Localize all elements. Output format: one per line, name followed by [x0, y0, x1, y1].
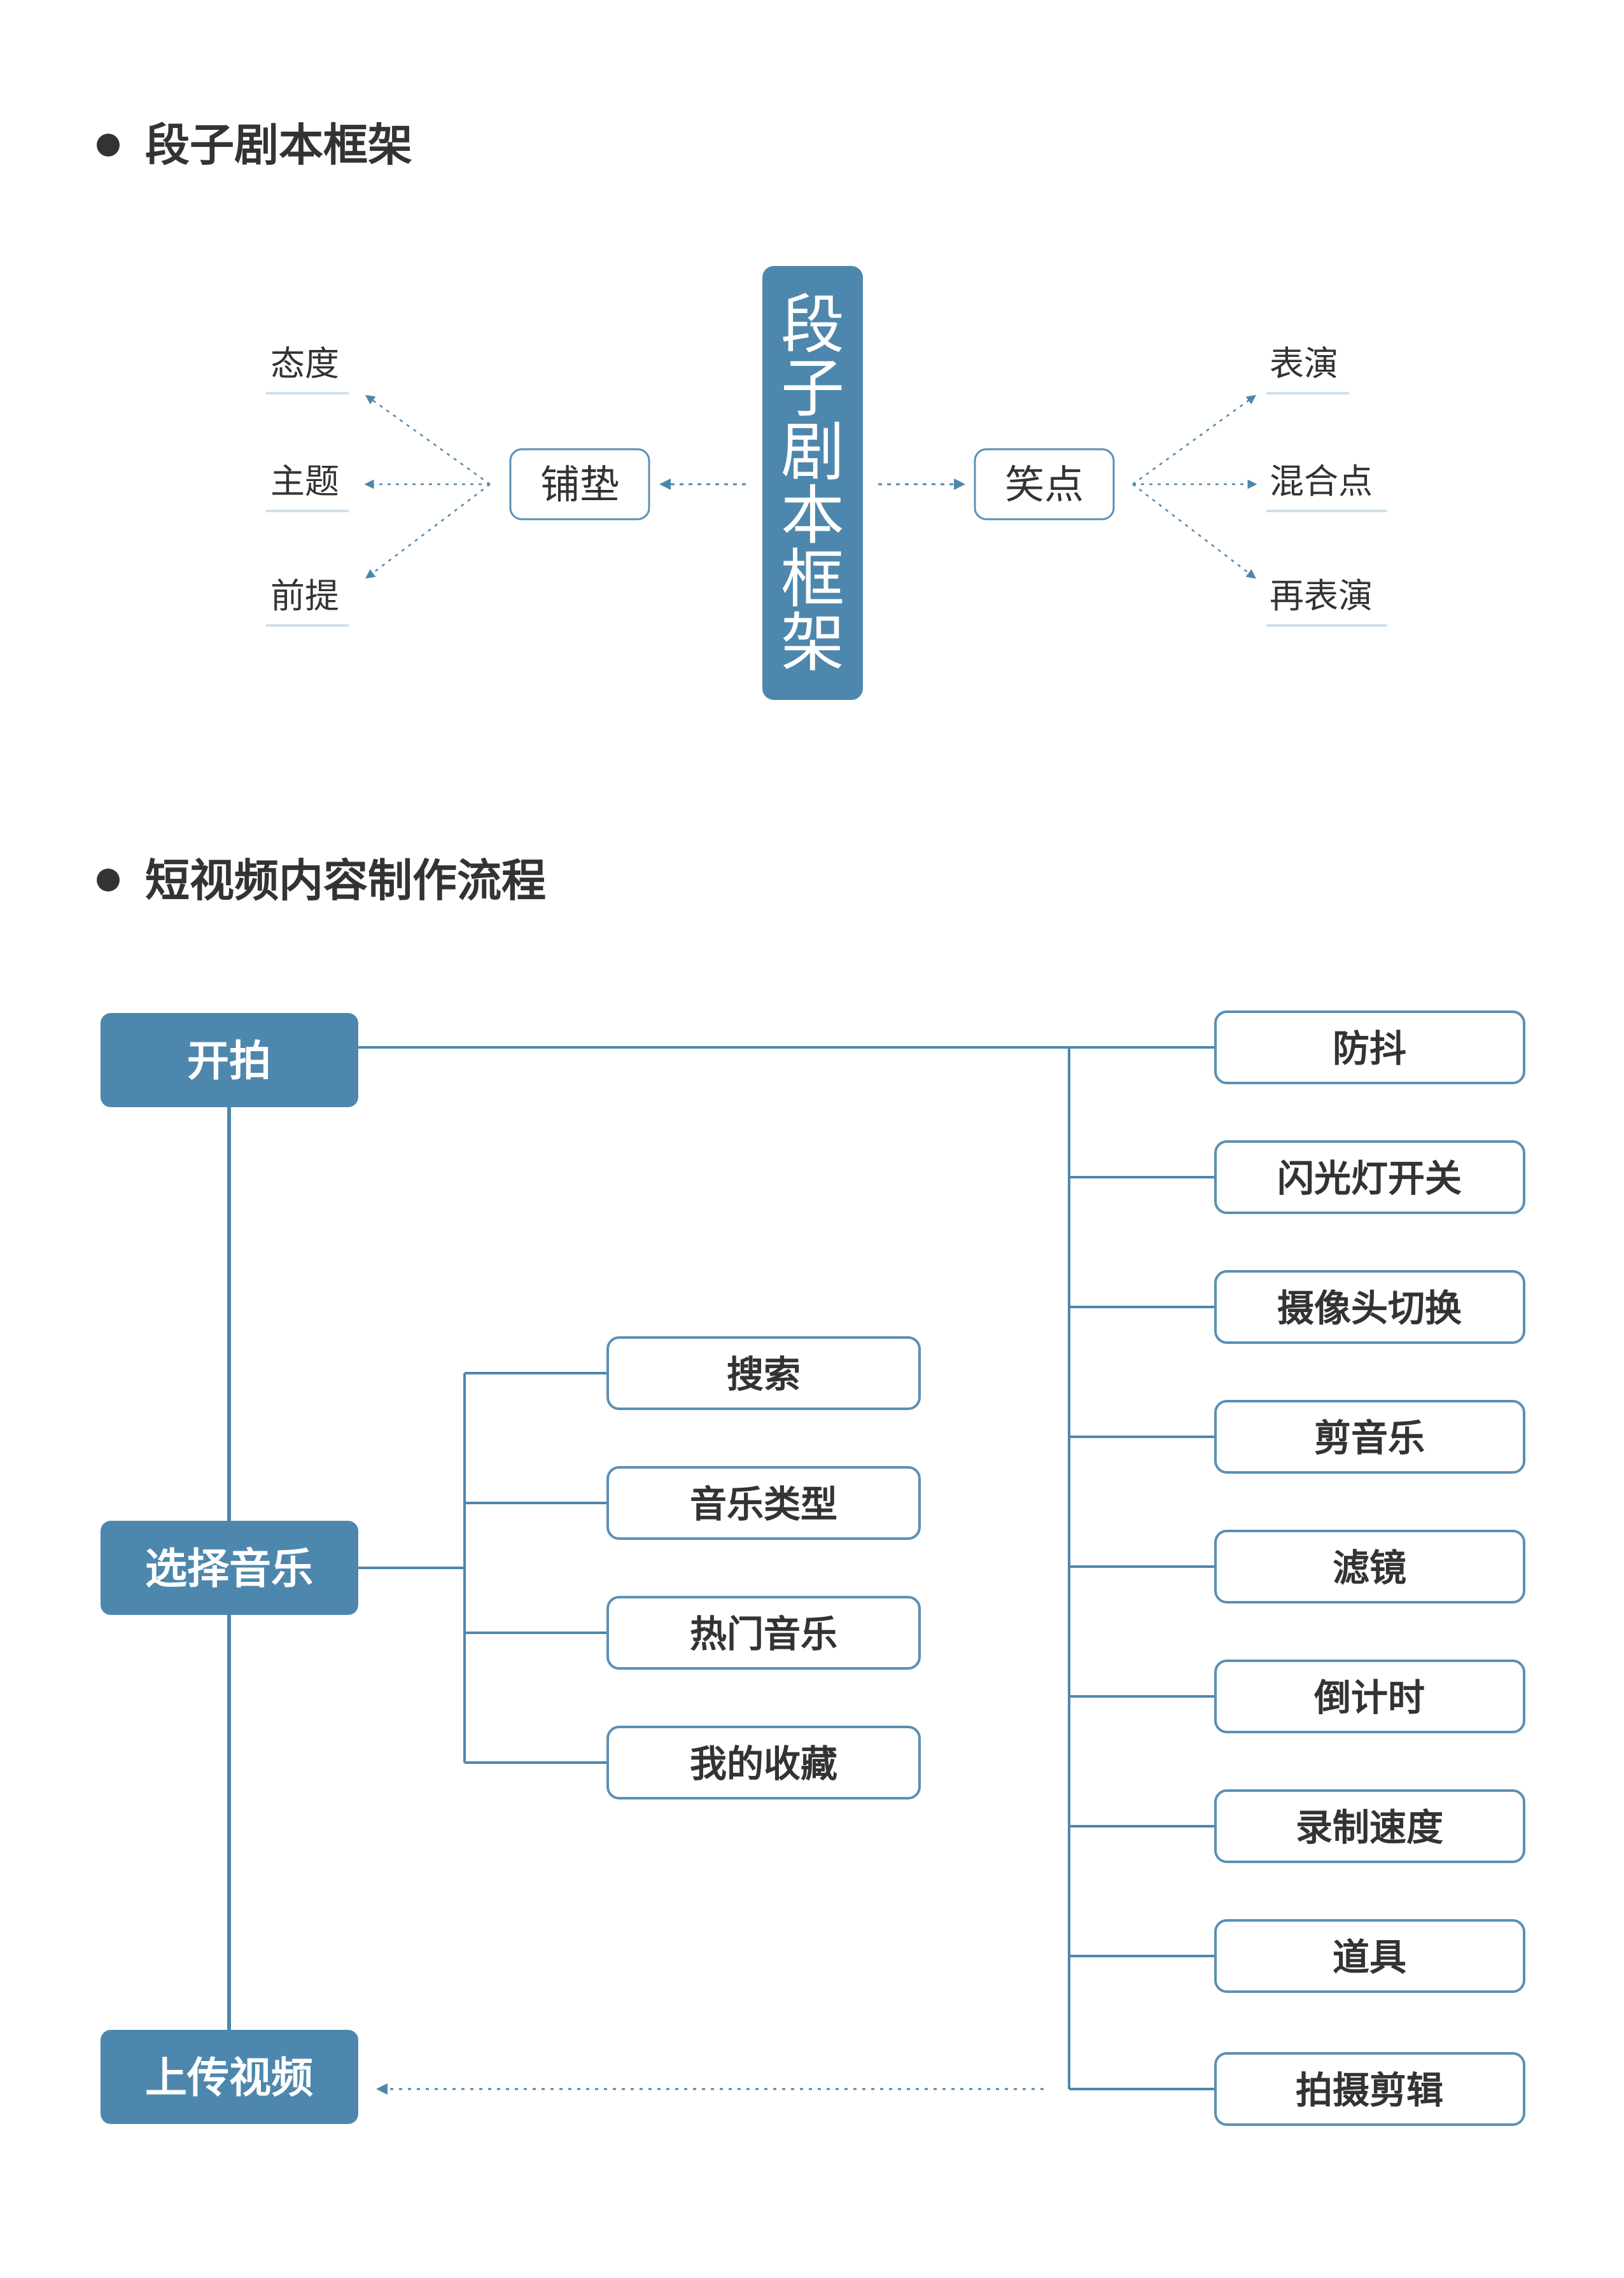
punchline-item: 再表演: [1266, 576, 1387, 627]
main-node-upload: 上传视频: [101, 2030, 358, 2124]
setup-item-label: 前提: [270, 576, 339, 616]
shoot-item-label: 道具: [1333, 1936, 1406, 1979]
main-node-label: 上传视频: [145, 2053, 313, 2102]
punchline-item: 混合点: [1266, 461, 1387, 512]
section2-bullet-icon: [97, 869, 120, 891]
music-item-label: 搜索: [727, 1353, 801, 1396]
main-node-select-music: 选择音乐: [101, 1521, 358, 1615]
shoot-item: 摄像头切换: [1069, 1270, 1525, 1344]
setup-item: 主题: [266, 461, 349, 512]
section2-title: 短视频内容制作流程: [145, 855, 546, 907]
music-item: 搜索: [465, 1336, 921, 1410]
music-item-label: 音乐类型: [690, 1483, 837, 1526]
shoot-item: 录制速度: [1069, 1789, 1525, 1863]
setup-box: 铺垫: [509, 448, 650, 521]
music-item-label: 我的收藏: [690, 1742, 837, 1785]
setup-item: 态度: [266, 344, 349, 395]
shoot-item-label: 摄像头切换: [1277, 1287, 1462, 1330]
center-char: 框: [781, 542, 844, 617]
music-item-label: 热门音乐: [690, 1612, 837, 1656]
music-item: 我的收藏: [465, 1726, 921, 1799]
shoot-item-label: 滤镜: [1333, 1546, 1406, 1590]
center-char: 本: [781, 479, 844, 553]
setup-item: 前提: [266, 576, 349, 627]
section1-title: 段子剧本框架: [145, 119, 412, 171]
punchline-item-label: 再表演: [1270, 576, 1373, 616]
setup-connector: [365, 484, 491, 579]
main-node-label: 开拍: [187, 1037, 271, 1086]
center-char: 架: [781, 606, 844, 680]
center-char: 子: [781, 351, 844, 426]
shoot-item-label: 闪光灯开关: [1277, 1157, 1462, 1200]
shoot-item-label: 倒计时: [1313, 1676, 1425, 1719]
shoot-item: 倒计时: [1069, 1660, 1525, 1733]
setup-item-label: 主题: [270, 461, 339, 501]
music-item: 音乐类型: [465, 1466, 921, 1540]
setup-item-label: 态度: [270, 344, 339, 384]
shoot-item: 滤镜: [1069, 1530, 1525, 1604]
shoot-item-label: 拍摄剪辑: [1296, 2069, 1443, 2112]
main-node-label: 选择音乐: [145, 1544, 313, 1593]
shoot-item: 剪音乐: [1069, 1400, 1525, 1474]
framework-center-box: 段 子 剧 本 框 架: [762, 266, 863, 700]
section1-header: 段子剧本框架: [97, 119, 412, 171]
shoot-item: 道具: [1069, 1919, 1525, 1993]
main-node-shoot: 开拍: [101, 1013, 358, 1107]
shoot-item-label: 防抖: [1333, 1027, 1406, 1070]
punchline-item-label: 混合点: [1270, 461, 1373, 501]
punchline-box-label: 笑点: [1005, 461, 1084, 508]
punchline-item: 表演: [1266, 344, 1349, 395]
shoot-item-label: 录制速度: [1296, 1806, 1443, 1849]
shoot-item-label: 剪音乐: [1314, 1416, 1425, 1460]
punchline-connector: [1132, 395, 1257, 486]
section1-bullet-icon: [97, 134, 120, 157]
music-item: 热门音乐: [465, 1596, 921, 1670]
setup-connector: [365, 395, 491, 486]
punchline-connector: [1132, 484, 1256, 579]
setup-box-label: 铺垫: [540, 461, 619, 508]
center-char: 剧: [781, 415, 844, 489]
shoot-item: 闪光灯开关: [1069, 1140, 1525, 1214]
punchline-box: 笑点: [974, 448, 1115, 521]
shoot-item: 拍摄剪辑: [1069, 2052, 1525, 2126]
center-char: 段: [781, 288, 844, 362]
shoot-item: 防抖: [1069, 1010, 1525, 1084]
punchline-item-label: 表演: [1270, 344, 1338, 384]
section2-header: 短视频内容制作流程: [97, 855, 546, 907]
